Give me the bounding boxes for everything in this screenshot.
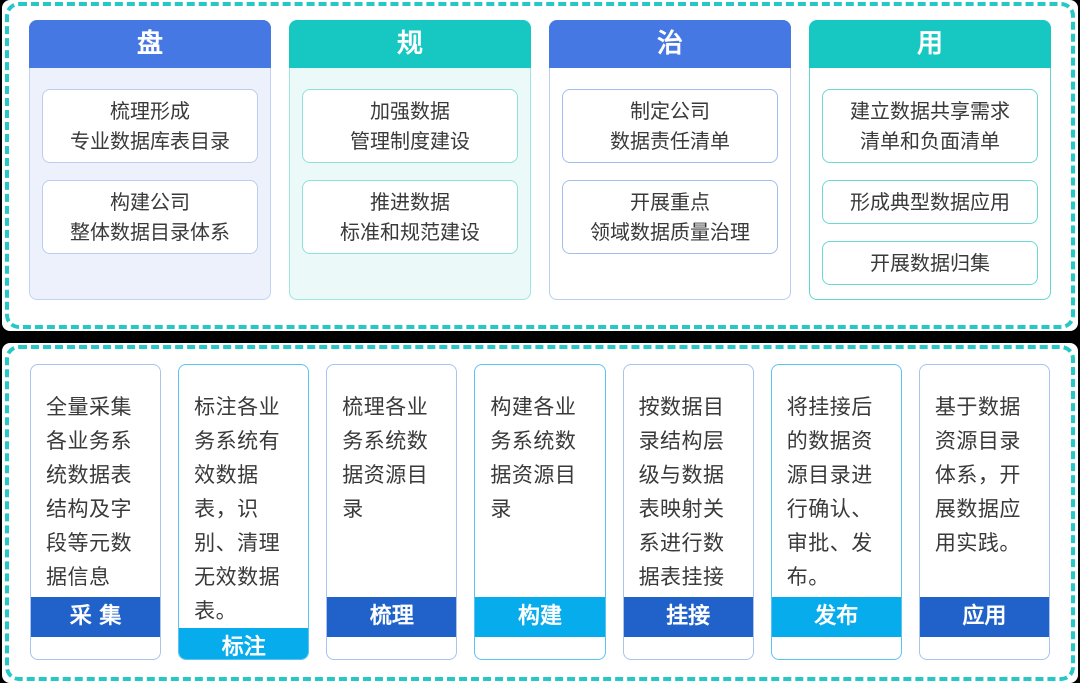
process-step-description: 标注各业务系统有效数据表，识别、清理无效数据表。 [194, 395, 281, 623]
process-step-description: 全量采集各业务系统数据表结构及字段等元数据信息 [46, 395, 132, 589]
process-step-label: 梳理 [327, 597, 457, 637]
process-step-label: 挂接 [623, 597, 753, 637]
pillar-card-body: 建立数据共享需求 清单和负面清单 形成典型数据应用 开展数据归集 [809, 68, 1051, 300]
pillar-card-4: 用 建立数据共享需求 清单和负面清单 形成典型数据应用 开展数据归集 [809, 20, 1051, 300]
process-step-description: 将挂接后的数据资源目录进行确认、审批、发布。 [786, 395, 873, 589]
pillar-card-title: 用 [809, 20, 1051, 68]
process-step-description: 按数据目录结构层级与数据表映射关系进行数据表挂接 [638, 395, 725, 589]
process-step-card-5: 按数据目录结构层级与数据表映射关系进行数据表挂接 挂接 [622, 364, 754, 660]
process-panel: 全量采集各业务系统数据表结构及字段等元数据信息 采 集 标注各业务系统有效数据表… [2, 343, 1078, 683]
pillar-cards-row: 盘 梳理形成 专业数据库表目录 构建公司 整体数据目录体系 规 加强数据 管理制… [9, 6, 1071, 300]
process-step-card-4: 构建各业务系统数据资源目录 构建 [474, 364, 606, 660]
pillar-card-body: 梳理形成 专业数据库表目录 构建公司 整体数据目录体系 [29, 68, 271, 300]
pillar-card-body: 制定公司 数据责任清单 开展重点 领域数据质量治理 [549, 68, 791, 300]
pillar-card-title: 治 [549, 20, 791, 68]
pillar-card-item: 梳理形成 专业数据库表目录 [42, 89, 258, 163]
pillar-card-item: 构建公司 整体数据目录体系 [42, 180, 258, 254]
pillar-card-title: 规 [289, 20, 531, 68]
pillar-card-item: 开展数据归集 [822, 241, 1038, 285]
pillar-card-title: 盘 [29, 20, 271, 68]
process-step-card-2: 标注各业务系统有效数据表，识别、清理无效数据表。 标注 [178, 364, 310, 660]
process-dashed-container: 全量采集各业务系统数据表结构及字段等元数据信息 采 集 标注各业务系统有效数据表… [5, 345, 1075, 681]
process-step-label: 发布 [771, 597, 901, 637]
pillar-card-1: 盘 梳理形成 专业数据库表目录 构建公司 整体数据目录体系 [29, 20, 271, 300]
pillar-card-2: 规 加强数据 管理制度建设 推进数据 标准和规范建设 [289, 20, 531, 300]
pillar-card-3: 治 制定公司 数据责任清单 开展重点 领域数据质量治理 [549, 20, 791, 300]
process-step-label: 采 集 [31, 597, 161, 637]
process-step-label: 标注 [179, 628, 309, 659]
process-step-label: 构建 [475, 597, 605, 637]
pillar-card-item: 建立数据共享需求 清单和负面清单 [822, 89, 1038, 163]
process-step-card-1: 全量采集各业务系统数据表结构及字段等元数据信息 采 集 [30, 364, 162, 660]
process-step-card-3: 梳理各业务系统数据资源目录 梳理 [326, 364, 458, 660]
pillar-card-item: 推进数据 标准和规范建设 [302, 180, 518, 254]
process-step-description: 构建各业务系统数据资源目录 [490, 395, 577, 521]
pillar-card-body: 加强数据 管理制度建设 推进数据 标准和规范建设 [289, 68, 531, 300]
pillar-card-item: 制定公司 数据责任清单 [562, 89, 778, 163]
pillar-card-item: 开展重点 领域数据质量治理 [562, 180, 778, 254]
process-steps-row: 全量采集各业务系统数据表结构及字段等元数据信息 采 集 标注各业务系统有效数据表… [9, 349, 1071, 660]
process-step-card-7: 基于数据资源目录体系，开展数据应用实践。 应用 [918, 364, 1050, 660]
pillar-card-item: 加强数据 管理制度建设 [302, 89, 518, 163]
process-step-description: 基于数据资源目录体系，开展数据应用实践。 [934, 395, 1021, 555]
process-step-description: 梳理各业务系统数据资源目录 [342, 395, 429, 521]
pillar-card-item: 形成典型数据应用 [822, 180, 1038, 224]
pillars-panel: 盘 梳理形成 专业数据库表目录 构建公司 整体数据目录体系 规 加强数据 管理制… [2, 0, 1078, 331]
process-step-label: 应用 [919, 597, 1049, 637]
process-step-card-6: 将挂接后的数据资源目录进行确认、审批、发布。 发布 [770, 364, 902, 660]
pillars-dashed-container: 盘 梳理形成 专业数据库表目录 构建公司 整体数据目录体系 规 加强数据 管理制… [5, 2, 1075, 329]
